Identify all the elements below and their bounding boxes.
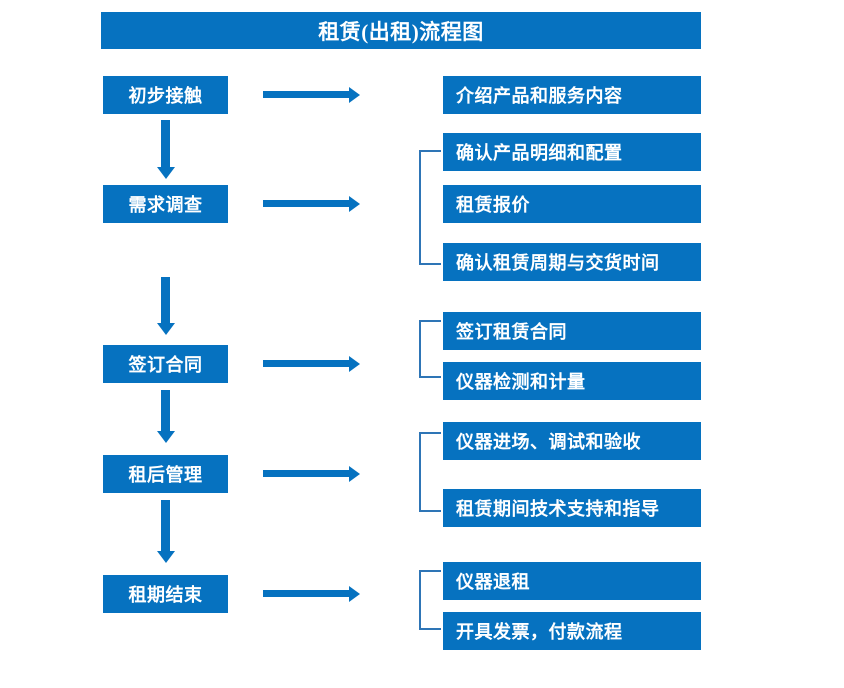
detail-box-3[interactable]: 租赁报价 — [443, 185, 701, 223]
detail-box-4[interactable]: 确认租赁周期与交货时间 — [443, 243, 701, 281]
flowchart-title: 租赁(出租)流程图 — [101, 12, 701, 49]
flow-arrow-right-4 — [263, 470, 350, 477]
detail-box-5[interactable]: 签订租赁合同 — [443, 312, 701, 350]
detail-box-1[interactable]: 介绍产品和服务内容 — [443, 76, 701, 114]
detail-box-6[interactable]: 仪器检测和计量 — [443, 362, 701, 400]
stage-box-5[interactable]: 租期结束 — [103, 575, 228, 613]
stage-box-1[interactable]: 初步接触 — [103, 76, 228, 114]
stage-box-3[interactable]: 签订合同 — [103, 345, 228, 383]
group-bracket-requirements — [419, 150, 441, 265]
group-bracket-post-rental — [419, 432, 441, 512]
flow-arrow-right-1 — [263, 91, 350, 98]
flow-arrow-down-1 — [161, 120, 170, 168]
flow-arrow-right-5 — [263, 590, 350, 597]
flow-arrow-down-4 — [161, 500, 170, 552]
flow-arrow-down-3 — [161, 390, 170, 432]
flow-arrow-down-2 — [161, 277, 170, 324]
flow-arrow-right-3 — [263, 360, 350, 367]
group-bracket-end-of-term — [419, 570, 441, 630]
detail-box-2[interactable]: 确认产品明细和配置 — [443, 133, 701, 171]
stage-box-4[interactable]: 租后管理 — [103, 455, 228, 493]
detail-box-8[interactable]: 租赁期间技术支持和指导 — [443, 489, 701, 527]
group-bracket-contract — [419, 320, 441, 378]
flow-arrow-right-2 — [263, 200, 350, 207]
detail-box-7[interactable]: 仪器进场、调试和验收 — [443, 422, 701, 460]
stage-box-2[interactable]: 需求调查 — [103, 185, 228, 223]
detail-box-10[interactable]: 开具发票，付款流程 — [443, 612, 701, 650]
detail-box-9[interactable]: 仪器退租 — [443, 562, 701, 600]
